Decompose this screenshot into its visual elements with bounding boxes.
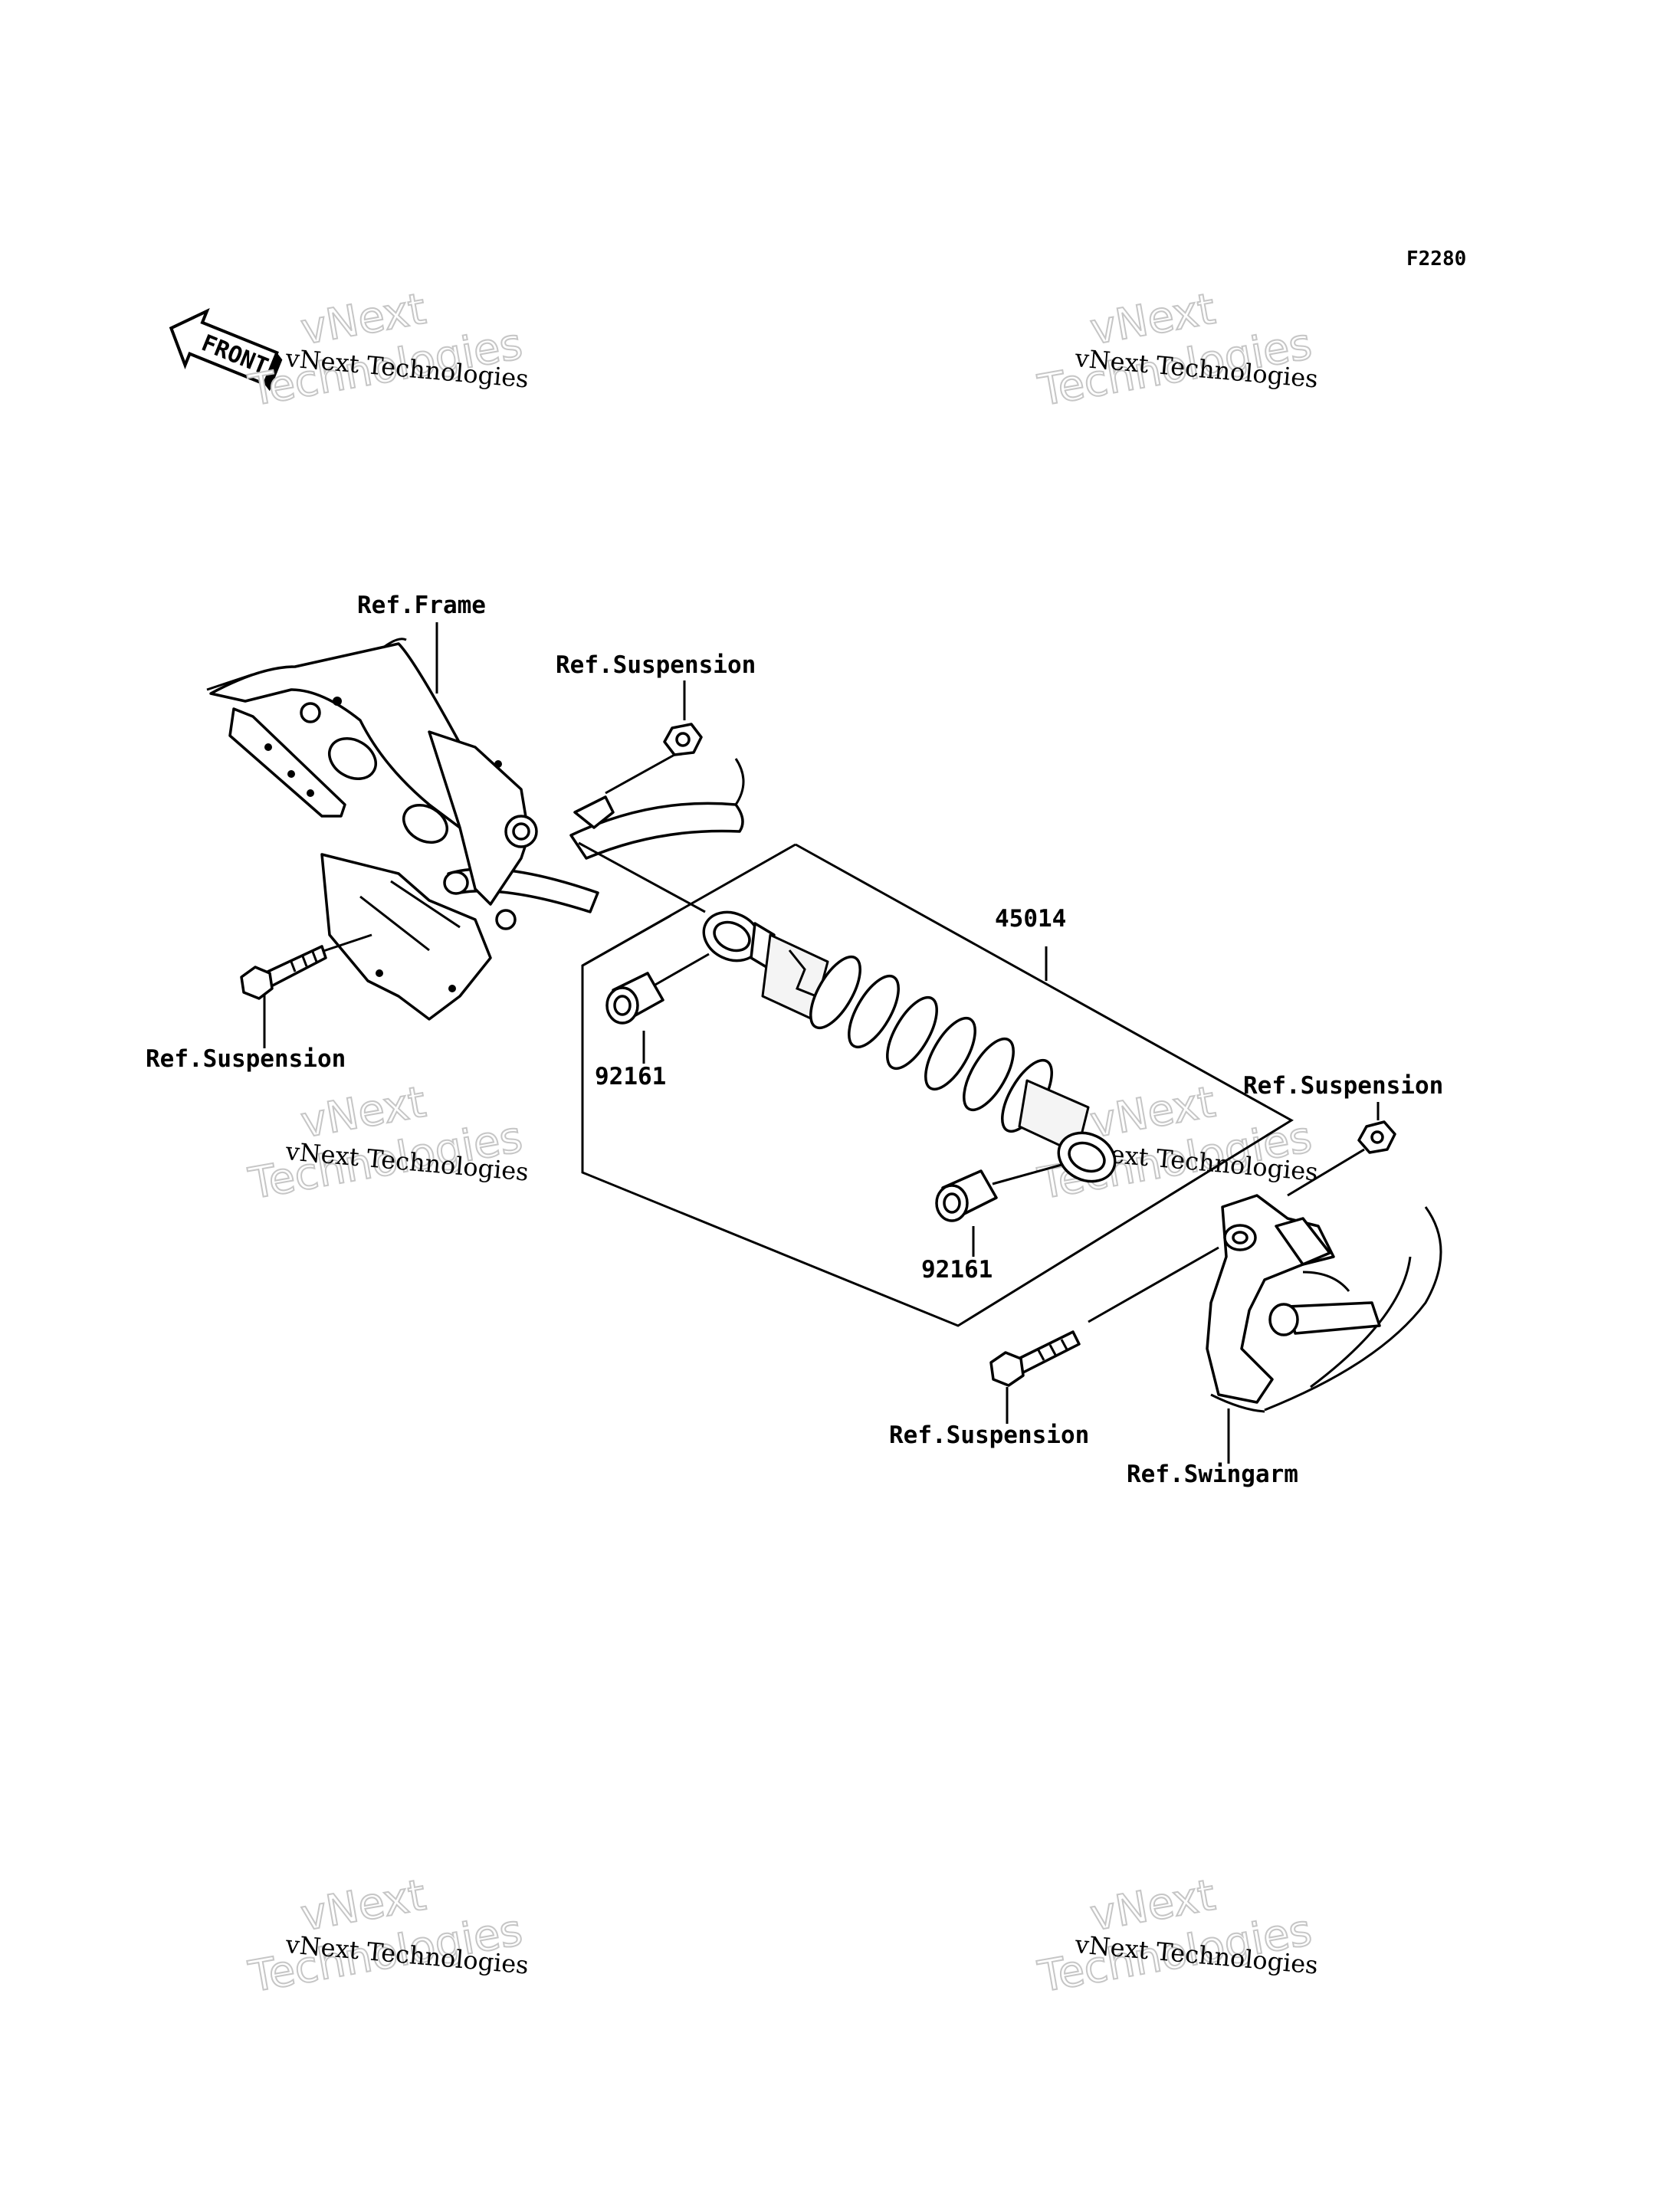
leader-bushing-upper <box>655 953 710 986</box>
frame-drawing <box>206 638 745 1021</box>
label-ref-suspension-left: Ref.Suspension <box>146 1045 346 1073</box>
leader-nut-top <box>605 753 675 795</box>
watermark-top-right: vNext Technologies <box>1034 284 1317 417</box>
label-ref-suspension-top: Ref.Suspension <box>556 651 756 679</box>
bushing-lower-icon <box>935 1169 998 1222</box>
swingarm-drawing <box>1206 1194 1442 1413</box>
nut-right-icon <box>1357 1120 1396 1154</box>
leader-nut-right <box>1287 1148 1365 1197</box>
watermark-bottom-right: vNext Technologies <box>1034 1870 1317 2003</box>
nut-top-icon <box>663 723 703 756</box>
spring-coils <box>809 955 1053 1133</box>
label-part-92161-upper: 92161 <box>595 1063 666 1090</box>
bushing-upper-icon <box>605 972 664 1025</box>
shock-kit-outline <box>581 843 1294 1327</box>
leader-mount-top <box>578 841 706 913</box>
bolt-bottom-icon <box>989 1330 1081 1387</box>
shock-absorber <box>702 910 1117 1183</box>
label-ref-suspension-bottom: Ref.Suspension <box>889 1421 1089 1449</box>
watermark-top-left: vNext Technologies <box>244 284 527 417</box>
label-part-92161-lower: 92161 <box>921 1256 993 1284</box>
leader-bushing-lower <box>992 1163 1062 1185</box>
label-part-45014: 45014 <box>995 905 1066 933</box>
watermark-bottom-left: vNext Technologies <box>244 1870 527 2003</box>
diagram-code: F2280 <box>1406 248 1466 271</box>
bolt-left-icon <box>240 945 327 1000</box>
watermark-mid-left: vNext Technologies <box>244 1077 527 1210</box>
label-ref-frame: Ref.Frame <box>357 592 486 619</box>
label-ref-swingarm: Ref.Swingarm <box>1127 1461 1298 1488</box>
leader-bolt-bottom <box>1088 1246 1219 1323</box>
label-ref-suspension-right: Ref.Suspension <box>1243 1072 1443 1100</box>
